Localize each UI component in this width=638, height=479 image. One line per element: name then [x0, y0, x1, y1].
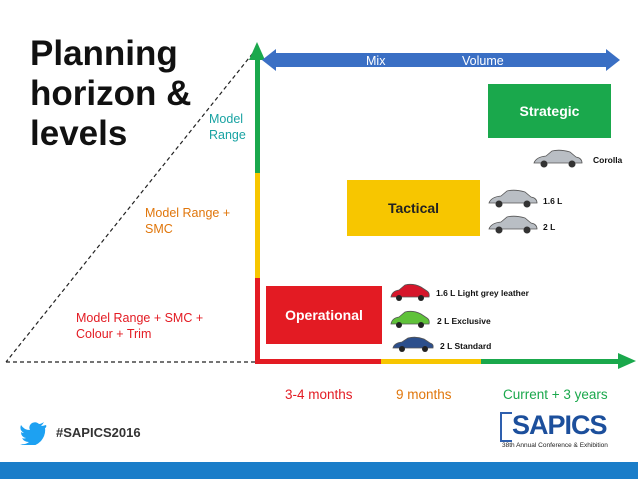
mix-volume-arrow-bar: [272, 53, 608, 67]
volume-arrowhead: [606, 49, 620, 71]
corolla-car-icon: [533, 149, 583, 168]
axis-horizontal-yellow: [381, 359, 481, 364]
model-range-smc-colour-label: Model Range + SMC + Colour + Trim: [76, 311, 204, 341]
mix-arrowhead: [262, 49, 276, 71]
axis-horizontal-red: [255, 359, 381, 364]
standard-label: 2 L Standard: [440, 341, 492, 351]
axis-vertical-green: [255, 58, 260, 173]
car-16l-icon: [488, 189, 538, 208]
twitter-bird-icon: [20, 422, 47, 445]
footer-band: [0, 462, 638, 479]
sapics-wordmark: SAPICS: [512, 410, 608, 440]
time-label-9-months: 9 months: [396, 387, 452, 402]
corolla-label: Corolla: [593, 155, 623, 165]
axis-horizontal-green: [481, 359, 621, 364]
operational-box: Operational: [266, 286, 382, 344]
red-car-icon: [390, 283, 430, 301]
hashtag-label: #SAPICS2016: [56, 425, 141, 440]
axis-vertical-red: [255, 278, 260, 364]
strategic-box: Strategic: [488, 84, 611, 138]
light-grey-leather-label: 1.6 L Light grey leather: [436, 288, 529, 298]
sapics-logo: SAPICS 38th Annual Conference & Exhibiti…: [500, 410, 620, 450]
exclusive-label: 2 L Exclusive: [437, 316, 491, 326]
dashed-diagonal: [5, 47, 258, 363]
model-range-smc-label: Model Range + SMC: [145, 206, 231, 236]
axis-vertical-arrowhead: [249, 42, 265, 60]
model-range-label: Model Range: [209, 112, 246, 142]
car-2l-icon: [488, 215, 538, 234]
time-label-3-4-months: 3-4 months: [285, 387, 353, 402]
blue-car-icon: [392, 336, 434, 352]
sapics-subtitle: 38th Annual Conference & Exhibition: [502, 442, 608, 449]
green-car-icon: [390, 310, 430, 328]
volume-label: Volume: [462, 54, 504, 68]
car-2l-label: 2 L: [543, 222, 556, 232]
axis-vertical-yellow: [255, 173, 260, 278]
tactical-box: Tactical: [347, 180, 480, 236]
slide-title: Planning horizon & levels: [30, 34, 192, 153]
mix-label: Mix: [366, 54, 386, 68]
car-16l-label: 1.6 L: [543, 196, 563, 206]
time-label-current-3-years: Current + 3 years: [503, 387, 608, 402]
axis-horizontal-arrowhead: [618, 353, 636, 369]
